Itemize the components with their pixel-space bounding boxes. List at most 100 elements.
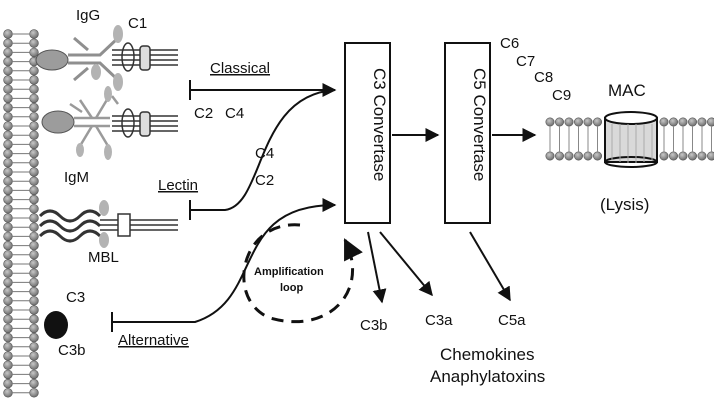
lipid-head — [29, 277, 39, 288]
label-c3b-deposit: C3b — [58, 342, 86, 359]
lipid-head — [697, 151, 707, 161]
lipid-head — [29, 176, 39, 186]
lipid-head — [3, 213, 13, 223]
lipid-head — [29, 130, 39, 140]
lipid-head — [29, 369, 39, 380]
label-classical-c2: C2 — [194, 105, 213, 122]
label-c8: C8 — [534, 69, 553, 86]
label-c3-convertase: C3 Convertase — [370, 68, 389, 181]
lipid-head — [3, 305, 13, 315]
lipid-head — [554, 117, 564, 127]
lipid-head — [29, 93, 39, 104]
label-classical-c4: C4 — [225, 105, 244, 122]
lipid-head — [29, 240, 39, 251]
label-lysis: (Lysis) — [600, 195, 649, 214]
label-product-c3b: C3b — [360, 317, 388, 334]
lipid-head — [29, 259, 39, 269]
lipid-head — [3, 342, 13, 352]
mac-pore — [604, 117, 658, 163]
label-loop: loop — [280, 282, 303, 294]
c3-convertase-box — [344, 42, 391, 224]
lipid-head — [29, 139, 39, 150]
lipid-head — [3, 84, 13, 94]
lipid-head — [29, 84, 39, 94]
label-mbl: MBL — [88, 249, 119, 266]
lipid-head — [678, 151, 688, 161]
lipid-head — [3, 314, 13, 324]
lipid-head — [29, 222, 39, 232]
lipid-head — [687, 151, 697, 161]
lipid-head — [29, 378, 39, 389]
lipid-head — [29, 167, 39, 177]
pathway-lines — [111, 80, 337, 332]
lipid-head — [29, 268, 39, 278]
lipid-head — [3, 148, 13, 159]
lipid-head — [3, 222, 13, 232]
lipid-head — [29, 305, 39, 315]
lipid-head — [29, 286, 39, 297]
label-amplification: Amplification — [254, 266, 324, 278]
lipid-head — [592, 151, 602, 161]
label-lectin: Lectin — [158, 177, 198, 194]
lipid-head — [29, 185, 39, 196]
lipid-head — [583, 151, 593, 161]
label-c7: C7 — [516, 53, 535, 70]
lipid-head — [29, 388, 39, 398]
lipid-head — [29, 351, 39, 361]
membrane-tails — [12, 33, 30, 394]
lipid-head — [3, 112, 13, 122]
lipid-head — [3, 259, 13, 269]
lipid-head — [3, 102, 13, 113]
mbl-complex — [38, 200, 178, 248]
label-anaphylatoxins: Anaphylatoxins — [430, 367, 545, 386]
lipid-head — [545, 151, 555, 161]
label-igm: IgM — [64, 169, 89, 186]
lipid-head — [3, 204, 13, 214]
c3a-arrow — [379, 231, 433, 297]
label-mac: MAC — [608, 81, 646, 100]
lipid-head — [3, 378, 13, 389]
lipid-head — [29, 360, 39, 370]
antigen-blob — [35, 49, 69, 71]
lipid-head — [3, 194, 13, 205]
flow-arrows — [367, 128, 537, 304]
lipid-head — [3, 38, 13, 48]
antigen-blob — [41, 110, 75, 134]
lipid-head — [29, 323, 39, 334]
lipid-head — [29, 314, 39, 324]
label-lectin-c2: C2 — [255, 172, 274, 189]
lipid-head — [3, 47, 13, 58]
lipid-head — [3, 286, 13, 297]
lipid-head — [659, 117, 669, 127]
lipid-head — [3, 231, 13, 242]
lipid-head — [3, 66, 13, 76]
c3b-arrow — [367, 231, 387, 304]
alternative-arrow — [112, 198, 337, 323]
lipid-head — [29, 204, 39, 214]
label-c1: C1 — [128, 15, 147, 32]
lipid-head — [564, 117, 574, 127]
lipid-head — [573, 151, 583, 161]
label-c3: C3 — [66, 289, 85, 306]
lipid-head — [29, 250, 39, 260]
cell-membrane — [3, 29, 39, 398]
lipid-head — [678, 117, 688, 127]
label-classical: Classical — [210, 60, 270, 77]
membrane-beads-outer — [3, 29, 13, 398]
c5a-arrow — [469, 231, 511, 302]
c5-convertase-box — [444, 42, 491, 224]
lipid-head — [29, 29, 39, 39]
label-product-c3a: C3a — [425, 312, 453, 329]
lipid-head — [3, 75, 13, 85]
mac-pore-rim — [604, 111, 658, 125]
lipid-head — [3, 351, 13, 361]
lipid-head — [29, 342, 39, 352]
lipid-head — [3, 268, 13, 278]
lipid-head — [564, 151, 574, 161]
lipid-head — [583, 117, 593, 127]
lipid-head — [573, 117, 583, 127]
lipid-head — [3, 93, 13, 104]
lipid-head — [29, 148, 39, 159]
